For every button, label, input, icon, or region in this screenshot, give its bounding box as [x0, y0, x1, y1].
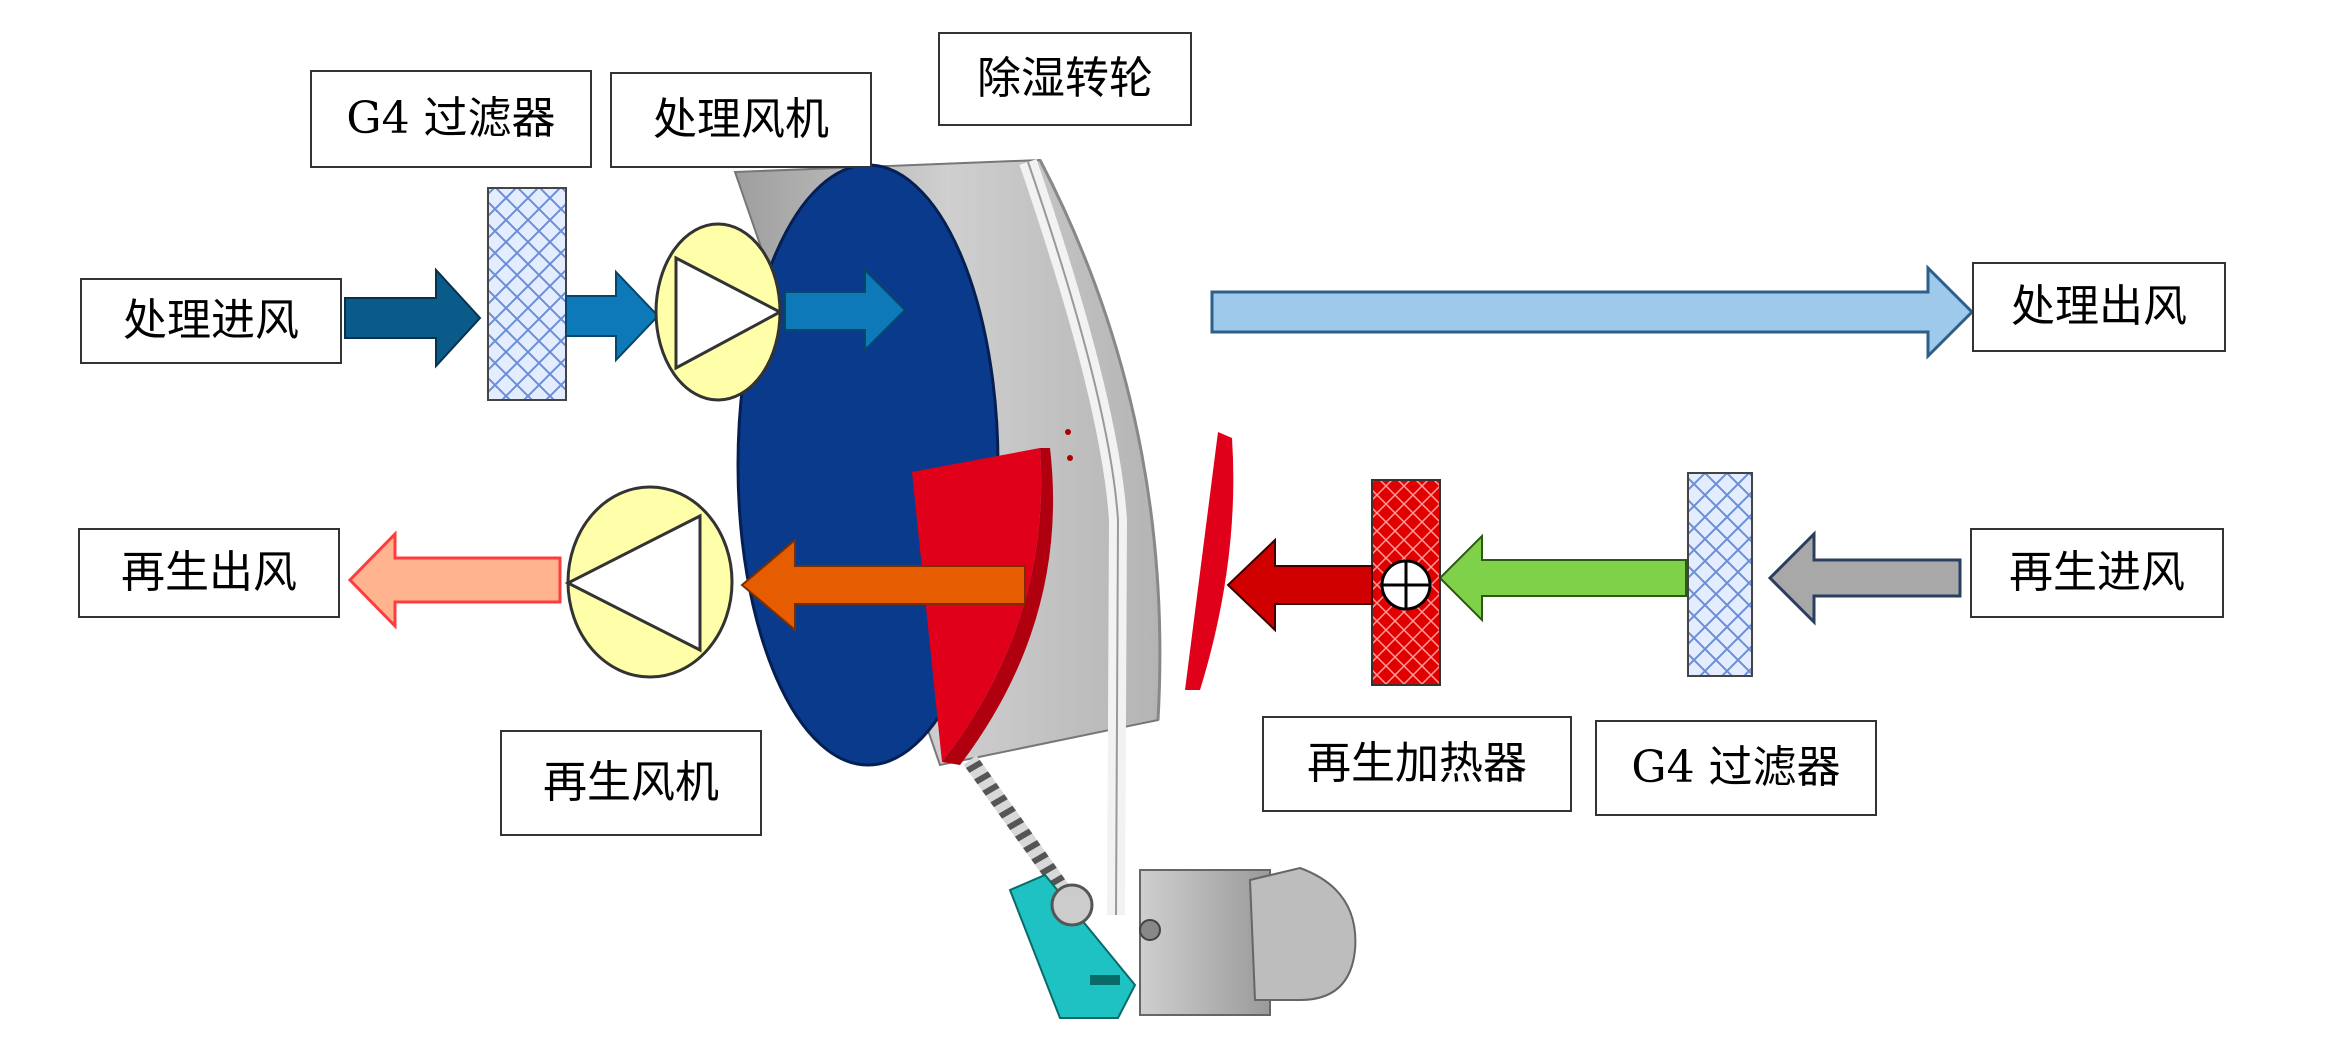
wheel-sector-rim — [942, 448, 1054, 765]
drive-belt-outline — [1027, 161, 1120, 916]
regen-heater-label: 再生加热器 — [1262, 716, 1572, 812]
heater-cross — [1382, 561, 1430, 609]
process-fan-arrow — [565, 269, 660, 363]
fan-triangle-icon — [564, 513, 702, 653]
regen-inlet-arrow — [1767, 530, 1962, 626]
wheel-regen-sector-back — [1185, 432, 1234, 690]
desiccant-wheel — [733, 158, 1234, 916]
motor-icon — [1248, 866, 1357, 1001]
wheel-rim-back-edge — [1038, 159, 1162, 721]
process-outlet-label: 处理出风 — [1972, 262, 2226, 352]
wheel-marker-dot — [1065, 429, 1071, 435]
regen-inlet-label: 再生进风 — [1970, 528, 2224, 618]
regen-wheel-arrow — [740, 537, 1026, 633]
fan-triangle-icon — [674, 255, 784, 371]
idler-pulley-icon — [1050, 883, 1094, 927]
process-inlet-arrow — [344, 267, 482, 369]
process-wheel-arrow — [784, 267, 907, 353]
regen-outlet-arrow — [347, 530, 562, 630]
motor-shaft — [1139, 919, 1161, 941]
regen-fan-label: 再生风机 — [500, 730, 762, 836]
filter-top-label: G4 过滤器 — [310, 70, 592, 168]
process-inlet-label: 处理进风 — [80, 278, 342, 364]
regen-heater-arrow — [1226, 537, 1373, 633]
process-outlet-arrow — [1210, 264, 1975, 360]
motor-assembly — [1008, 866, 1357, 1019]
filter-bottom-label: G4 过滤器 — [1595, 720, 1877, 816]
wheel-marker-dot — [1067, 455, 1073, 461]
desiccant-wheel-label: 除湿转轮 — [938, 32, 1192, 126]
process-fan-label: 处理风机 — [610, 72, 872, 168]
filter-mesh-icon — [487, 187, 567, 401]
toothed-belt — [963, 755, 1077, 905]
filter-mesh-icon — [1687, 472, 1753, 677]
regen-outlet-label: 再生出风 — [78, 528, 340, 618]
bracket-slot — [1090, 975, 1120, 985]
regen-filter-arrow — [1438, 533, 1687, 623]
